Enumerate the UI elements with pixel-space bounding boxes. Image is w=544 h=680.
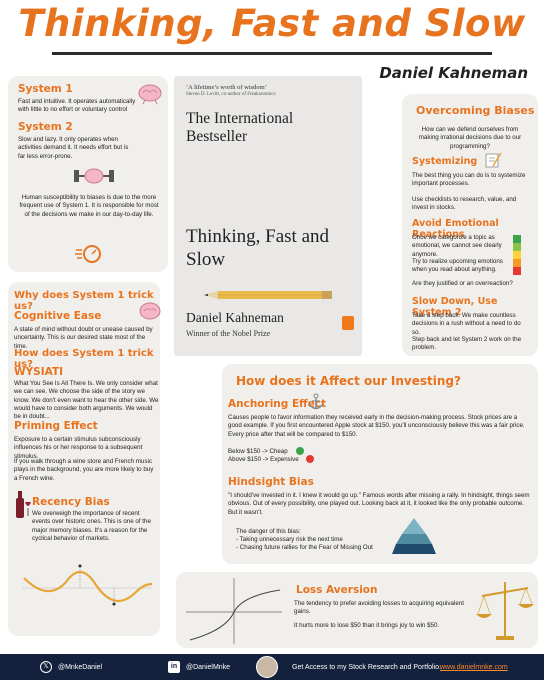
loss-aversion-text-1: The tendency to prefer avoiding losses t… <box>294 600 464 616</box>
linkedin-handle[interactable]: @DanielMnke <box>186 664 231 671</box>
book-title: Thinking, Fast and Slow <box>186 226 330 270</box>
market-cycle-diagram <box>22 564 153 606</box>
wysiati-title: WYSIATI <box>14 366 64 378</box>
wysiati-text: What You See Is All There Is. We only co… <box>14 380 159 421</box>
linkedin-icon: in <box>168 661 180 673</box>
loss-aversion-text-2: It hurts more to lose $50 than it brings… <box>294 622 440 629</box>
biases-intro: How can we defend ourselves from making … <box>418 126 522 150</box>
system2-text: Slow and lazy. It only operates when act… <box>18 136 129 160</box>
avatar <box>256 656 278 678</box>
hindsight-text: "I should've invested in it. I knew it w… <box>228 492 530 516</box>
systemizing-text-2: Use checklists to research, value, and i… <box>412 196 517 212</box>
twitter-handle[interactable]: @MnkeDaniel <box>58 664 103 671</box>
footer-bar: 𝕏 @MnkeDaniel in @DanielMnke Get Access … <box>0 654 544 680</box>
recency-text: We overweigh the importance of recent ev… <box>32 510 151 543</box>
how-title: How does System 1 trick us? <box>14 348 154 370</box>
recency-title: Recency Bias <box>32 496 110 508</box>
emotional-text-1: Once we categorize a topic as emotional,… <box>412 234 502 258</box>
emotional-text-2: Try to realize upcoming emotions when yo… <box>412 258 503 274</box>
penguin-logo-icon <box>342 316 354 330</box>
relaxed-brain-icon <box>139 302 161 320</box>
hindsight-title: Hindsight Bias <box>228 476 314 488</box>
biases-title: Overcoming Biases <box>416 104 535 117</box>
investing-panel: How does it Affect our Investing? Anchor… <box>222 364 538 564</box>
anchoring-above: Above $150 -> Expensive <box>228 456 299 463</box>
anchoring-text: Causes people to favor information they … <box>228 414 525 438</box>
emotion-meter-icon <box>513 235 521 275</box>
slow-down-title: Slow Down, Use System 2 <box>412 296 498 318</box>
cognitive-ease-text: A state of mind without doubt or unease … <box>14 326 153 350</box>
slow-down-text-1: Take a step back. We make countless deci… <box>412 312 521 336</box>
danger-item-2: - Chasing future rallies for the Fear of… <box>236 544 373 551</box>
loss-aversion-curve-diagram <box>186 578 282 644</box>
system2-title: System 2 <box>18 121 73 133</box>
wine-icon <box>16 491 31 518</box>
stopwatch-icon <box>75 245 101 263</box>
danger-title: The danger of this bias: <box>236 528 301 535</box>
danger-item-1: - Taking unnecessary risk the next time <box>236 536 343 543</box>
book-quote-source: Steven D. Levitt, co-author of Freakonom… <box>186 92 276 97</box>
page-title: Thinking, Fast and Slow <box>18 2 526 45</box>
book-subtitle: Winner of the Nobel Prize <box>186 329 271 338</box>
priming-text-2: If you walk through a wine store and Fre… <box>14 458 154 482</box>
hindsight-pyramid-diagram <box>392 518 436 554</box>
dumbbell-brain-icon <box>74 168 114 184</box>
overcoming-biases-panel: Overcoming Biases How can we defend ours… <box>402 94 538 356</box>
book-headline: The International Bestseller <box>186 110 294 145</box>
footer-cta: Get Access to my Stock Research and Port… <box>292 664 442 671</box>
anchoring-below: Below $150 -> Cheap <box>228 448 288 455</box>
title-underline <box>52 52 492 55</box>
book-author: Daniel Kahneman <box>186 310 284 325</box>
loss-aversion-title: Loss Aversion <box>296 584 378 596</box>
brain-icon <box>138 84 162 105</box>
checklist-icon <box>485 152 502 168</box>
cognitive-ease-title: Cognitive Ease <box>14 310 102 322</box>
system1-title: System 1 <box>18 83 73 95</box>
slow-down-text-2: Step back and let System 2 work on the p… <box>412 336 522 352</box>
systemizing-title: Systemizing <box>412 156 478 167</box>
emotional-text-3: Are they justified or an overreaction? <box>412 280 513 287</box>
systems-summary: Human susceptibility to biases is due to… <box>19 194 159 218</box>
balance-scale-icon <box>476 582 534 640</box>
systemizing-text-1: The best thing you can do is to systemiz… <box>412 172 526 188</box>
anchoring-title: Anchoring Effect <box>228 398 326 410</box>
priming-text-1: Exposure to a certain stimulus subconsci… <box>14 436 143 460</box>
cheap-up-icon <box>296 447 304 455</box>
investing-title: How does it Affect our Investing? <box>236 374 461 388</box>
system1-trick-panel: Why does System 1 trick us? Cognitive Ea… <box>8 282 161 636</box>
book-cover: ‘A lifetime’s worth of wisdom’ Steven D.… <box>174 76 362 356</box>
pencil-icon <box>204 291 332 299</box>
emotional-title: Avoid Emotional Reactions <box>412 218 499 240</box>
priming-title: Priming Effect <box>14 420 98 432</box>
system1-text: Fast and intuitive. It operates automati… <box>18 98 136 114</box>
anchor-icon <box>308 393 324 410</box>
author-name: Daniel Kahneman <box>379 64 528 82</box>
twitter-icon: 𝕏 <box>40 661 52 673</box>
loss-aversion-panel: Loss Aversion The tendency to prefer avo… <box>176 572 538 648</box>
systems-panel: System 1 Fast and intuitive. It operates… <box>8 76 168 272</box>
book-quote: ‘A lifetime’s worth of wisdom’ <box>186 84 267 91</box>
website-link[interactable]: www.danielmnke.com <box>440 664 508 671</box>
why-title: Why does System 1 trick us? <box>14 290 154 312</box>
expensive-down-icon <box>306 455 314 463</box>
